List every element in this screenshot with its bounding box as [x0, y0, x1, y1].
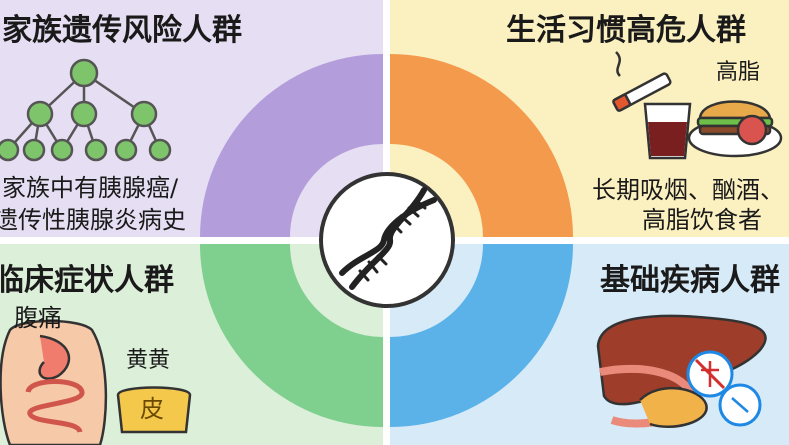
drink-icon: [643, 102, 692, 160]
family-tree-icon: [0, 58, 172, 162]
jaundice-skin-icon: [116, 386, 192, 434]
title-clinical-symptoms: 临床症状人群: [0, 263, 174, 298]
caption-family-line1: 家族中有胰腺癌/: [2, 174, 179, 202]
caption-lifestyle-line1: 长期吸烟、酗酒、: [592, 176, 784, 204]
title-underlying-disease: 基础疾病人群: [600, 263, 780, 298]
dna-icon: [339, 187, 437, 290]
title-lifestyle-risk: 生活习惯高危人群: [506, 13, 746, 48]
pancreas-icon: [639, 386, 708, 428]
label-skin: 皮: [140, 395, 164, 423]
ring-segment-disease: [390, 244, 573, 427]
title-family-risk: 家族遗传风险人群: [2, 13, 242, 48]
caption-family-line2: 遗传性胰腺炎病史: [0, 206, 186, 234]
ring-segment-lifestyle: [390, 54, 573, 237]
center-ring: [200, 54, 573, 427]
label-jaundice: 黄黄: [126, 348, 171, 373]
ring-segment-clinical: [200, 244, 383, 427]
no-food-icon: [686, 350, 762, 427]
label-high-fat: 高脂: [716, 60, 761, 85]
burger-icon: [687, 100, 783, 158]
caption-lifestyle-line2: 高脂饮食者: [642, 206, 762, 234]
digestive-system-icon: [0, 319, 108, 445]
cigarette-icon: [612, 51, 672, 112]
label-abdominal-pain: 腹痛: [14, 304, 62, 332]
ring-segment-family: [200, 54, 383, 237]
